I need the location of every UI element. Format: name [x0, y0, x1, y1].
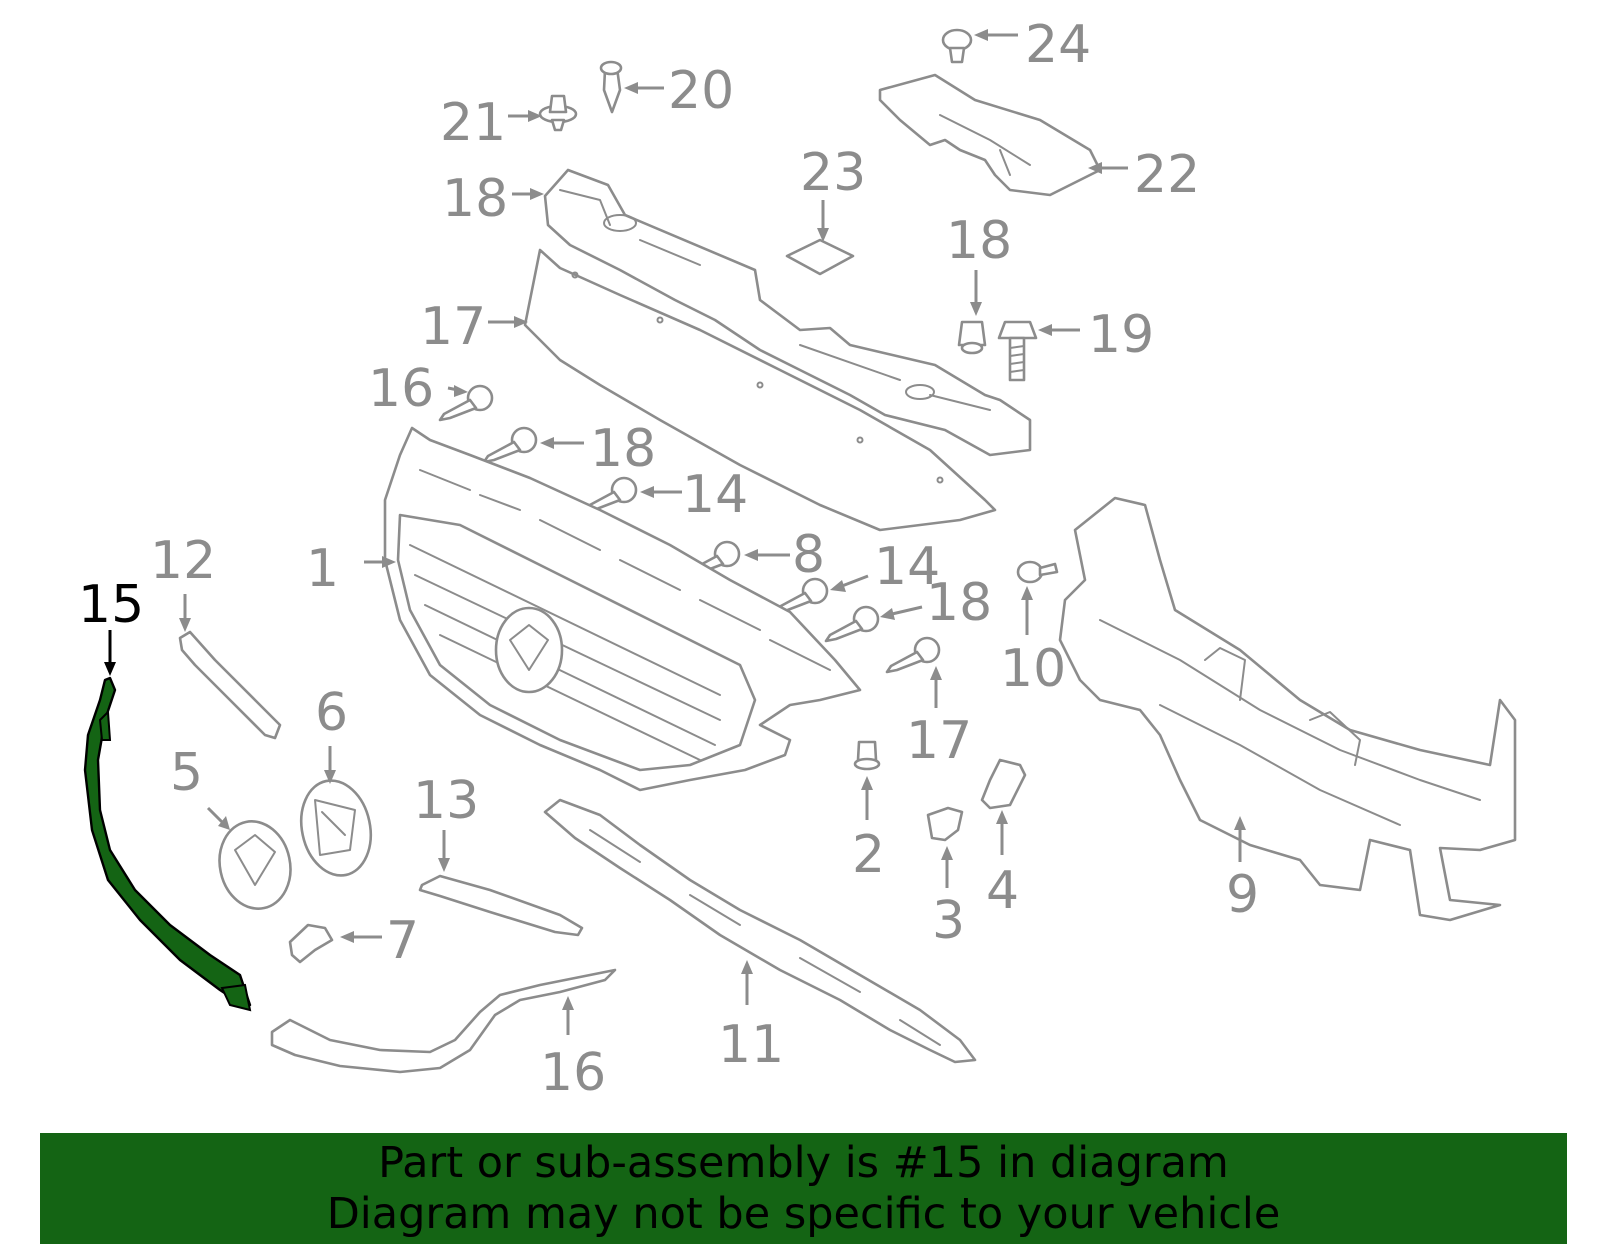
clip-4 [980, 758, 1027, 810]
callout-27: 24 [1025, 15, 1091, 75]
banner-line-2: Diagram may not be specific to your vehi… [326, 1188, 1281, 1239]
callout-24: 21 [440, 93, 506, 153]
part-13-molding [418, 874, 584, 937]
info-banner: Part or sub-assembly is #15 in diagram D… [40, 1133, 1567, 1244]
callout-11: 11 [718, 1015, 784, 1075]
callout-12: 12 [150, 531, 216, 591]
banner-line-1: Part or sub-assembly is #15 in diagram [378, 1137, 1229, 1188]
callout-26: 23 [800, 143, 866, 203]
fastener-2 [853, 740, 881, 771]
callout-5: 5 [170, 743, 203, 803]
fastener-10 [1016, 560, 1059, 584]
part-25-panel [878, 73, 1102, 197]
callout-14-lower: 14 [874, 537, 940, 597]
callout-14-upper: 14 [682, 465, 748, 525]
callout-7: 7 [386, 911, 419, 971]
callout-3: 3 [932, 891, 965, 951]
screw-18-upper [482, 426, 538, 464]
fastener-24 [538, 94, 578, 132]
part-6-emblem-bracket [299, 779, 373, 877]
callout-21: 18 [946, 211, 1012, 271]
part-7-clip [288, 923, 334, 964]
callout-25: 22 [1134, 145, 1200, 205]
callout-22: 19 [1088, 305, 1154, 365]
callout-19: 17 [420, 297, 486, 357]
clip-3 [926, 806, 964, 842]
callout-13: 13 [413, 771, 479, 831]
callout-2: 2 [852, 825, 885, 885]
callout-4: 4 [986, 861, 1019, 921]
screw-17-upper [438, 384, 494, 422]
part-11-lower-bar [543, 798, 977, 1064]
part-12-molding [178, 630, 282, 740]
callout-labels: 24 20 21 18 22 23 18 19 17 16 18 14 8 14… [78, 15, 1259, 1103]
callout-23: 20 [668, 61, 734, 121]
callout-1: 1 [306, 539, 339, 599]
callout-8: 8 [792, 525, 825, 585]
callout-17-lower: 17 [906, 711, 972, 771]
part-5-emblem [218, 820, 292, 910]
callout-20: 18 [442, 169, 508, 229]
callout-17-upper: 16 [368, 359, 434, 419]
part-1-grille [383, 426, 862, 792]
leader-arrows [104, 29, 1246, 1035]
callout-6: 6 [315, 683, 348, 743]
bolt-22 [997, 320, 1038, 382]
part-15-molding-highlighted [83, 676, 252, 1012]
part-19-shield [523, 248, 997, 532]
part-16-molding [270, 968, 617, 1074]
callout-10: 10 [1000, 639, 1066, 699]
callout-16: 16 [540, 1043, 606, 1103]
screw-18-lower [824, 605, 880, 643]
callout-18-lower: 18 [926, 573, 992, 633]
callout-18-upper: 18 [590, 419, 656, 479]
callout-9: 9 [1226, 865, 1259, 925]
fastener-23 [599, 60, 623, 114]
fastener-27 [941, 28, 973, 64]
part-26-pad [785, 238, 855, 276]
part-9-radiator-support [1058, 496, 1517, 922]
fastener-21 [957, 320, 987, 355]
part-20-upper-bracket [543, 168, 1032, 457]
callout-15: 15 [78, 575, 144, 635]
screw-17-lower [885, 636, 941, 674]
